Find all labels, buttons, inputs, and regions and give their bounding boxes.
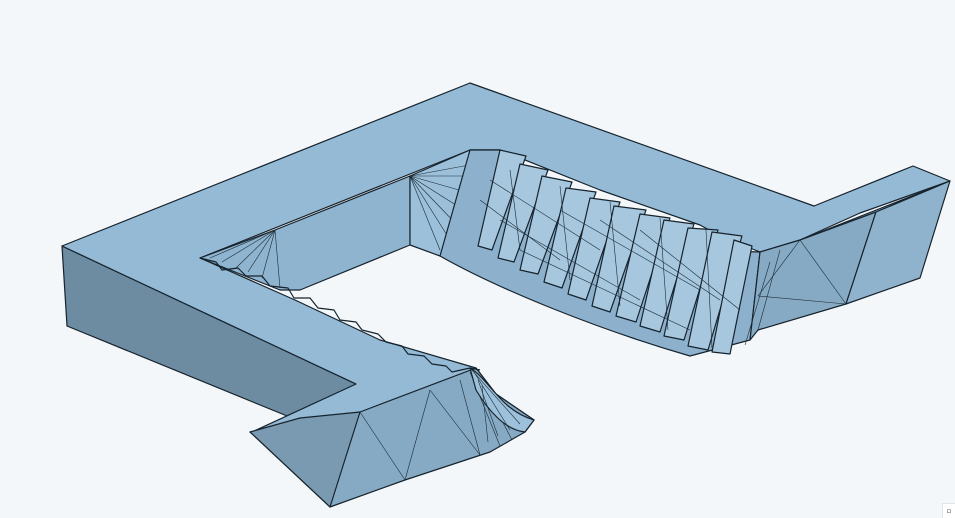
thread-ribs xyxy=(477,149,753,355)
mesh-edge xyxy=(757,239,801,297)
front-curved-flare xyxy=(469,367,535,433)
mesh-edge xyxy=(757,295,847,305)
mesh-edge xyxy=(744,261,771,346)
flare-mesh xyxy=(469,367,521,443)
view-cube-icon[interactable]: ▫ xyxy=(942,503,955,518)
right-arm-end-face xyxy=(845,180,951,305)
mesh-edge xyxy=(459,379,481,456)
thread-mesh xyxy=(479,169,741,349)
view-cube-label: ▫ xyxy=(946,507,952,515)
mesh-edge xyxy=(429,389,481,456)
mesh-edge xyxy=(799,239,847,305)
mesh-edge xyxy=(404,389,431,481)
left-teeth-edge xyxy=(199,257,481,373)
mesh-edge xyxy=(757,249,781,331)
mesh-edge xyxy=(359,411,406,481)
mesh-edge xyxy=(274,229,281,289)
